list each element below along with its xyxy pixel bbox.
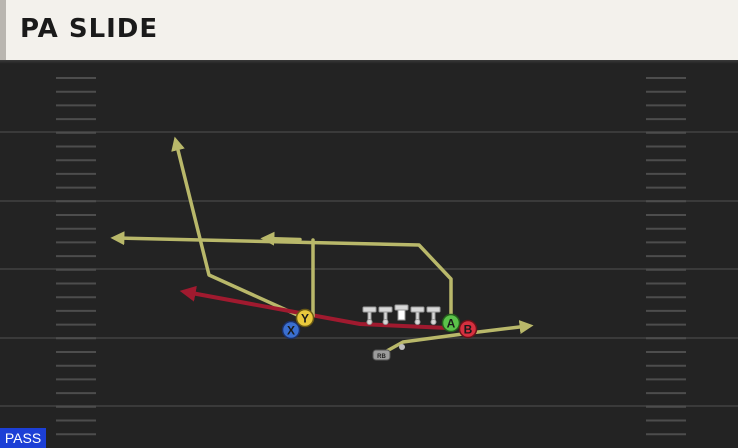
header-divider <box>0 60 738 64</box>
y-button-label: Y <box>301 312 309 326</box>
route-rb <box>383 320 534 354</box>
rb-label: RB <box>377 354 386 360</box>
offensive-line <box>362 304 441 325</box>
b-button-label: B <box>464 323 473 337</box>
lineman-lg <box>378 306 393 325</box>
play-header: PA SLIDE <box>0 0 738 60</box>
lineman-rg <box>410 306 425 325</box>
player-a[interactable]: A <box>441 313 461 333</box>
play-type-badge: PASS <box>0 428 46 448</box>
route-x <box>179 285 450 330</box>
hash-marks <box>56 77 686 436</box>
route-a-mid-arrow <box>260 231 302 246</box>
player-y[interactable]: Y <box>295 308 315 328</box>
player-rb[interactable]: RB <box>372 344 405 361</box>
play-title: PA SLIDE <box>20 14 159 44</box>
routes <box>110 136 534 354</box>
field-background <box>0 64 738 448</box>
lineman-center <box>394 304 409 321</box>
rb-ball-icon <box>399 344 405 350</box>
b-button-icon <box>458 319 478 339</box>
route-y <box>171 136 306 320</box>
a-button-label: A <box>447 317 456 331</box>
y-button-icon <box>295 308 315 328</box>
player-x[interactable]: X <box>281 320 301 340</box>
lineman-lt <box>362 306 377 325</box>
yard-lines <box>0 131 738 407</box>
field-diagram: X Y A B RB <box>0 64 738 448</box>
a-button-icon <box>441 313 461 333</box>
lineman-rt <box>426 306 441 325</box>
x-button-label: X <box>287 324 295 338</box>
player-b[interactable]: B <box>458 319 478 339</box>
x-button-icon <box>281 320 301 340</box>
rb-marker <box>372 349 391 361</box>
